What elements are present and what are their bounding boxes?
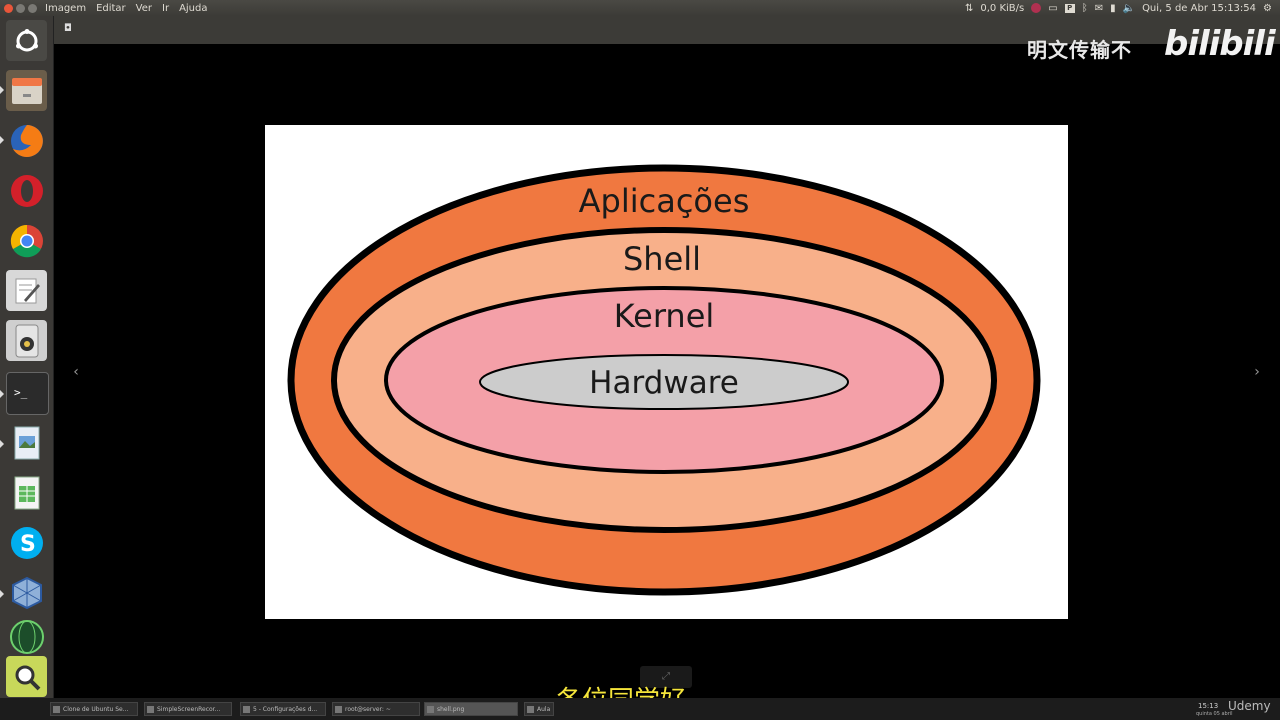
image-small-icon	[427, 706, 434, 713]
recorder-icon	[147, 706, 154, 713]
menu-ver[interactable]: Ver	[135, 2, 152, 14]
udemy-watermark: Udemy	[1228, 699, 1271, 713]
opera-icon[interactable]	[6, 170, 47, 211]
bluetooth-icon[interactable]: ᛒ	[1081, 2, 1088, 14]
keyboard-icon[interactable]: ▭	[1048, 2, 1058, 14]
indicator-area: ⇅ 0,0 KiB/s ▭ P ᛒ ✉ ▮ 🔈 Qui, 5 de Abr 15…	[965, 3, 1280, 14]
image-viewer-icon[interactable]	[6, 422, 47, 463]
virtualbox-icon[interactable]	[6, 572, 47, 613]
task-label: 5 - Configurações d...	[253, 706, 318, 713]
text-editor-icon[interactable]	[6, 270, 47, 311]
rhythmbox-icon[interactable]	[6, 320, 47, 361]
running-indicator	[0, 136, 4, 144]
menu-editar[interactable]: Editar	[96, 2, 126, 14]
top-panel: Imagem Editar Ver Ir Ajuda ⇅ 0,0 KiB/s ▭…	[0, 0, 1280, 16]
shell-label: Shell	[623, 240, 701, 278]
menu-imagem[interactable]: Imagem	[45, 2, 87, 14]
watermark-text: 明文传输不	[1027, 38, 1132, 62]
bilibili-logo: bilibili	[1164, 24, 1276, 64]
maximize-window-button[interactable]	[28, 3, 37, 13]
task-image-viewer[interactable]: shell.png	[424, 702, 518, 716]
menu-ajuda[interactable]: Ajuda	[179, 2, 208, 14]
task-label: shell.png	[437, 706, 465, 713]
terminal-icon[interactable]: >_	[6, 372, 49, 415]
hardware-layer	[479, 354, 849, 410]
network-speed: 0,0 KiB/s	[980, 2, 1025, 14]
task-label: Aula	[537, 706, 551, 713]
running-indicator	[0, 440, 4, 448]
chrome-icon[interactable]	[6, 220, 47, 261]
window-controls	[4, 3, 37, 13]
launcher: >_ S	[0, 16, 54, 698]
volume-icon[interactable]: 🔈	[1122, 2, 1136, 14]
previous-image-button[interactable]: ‹	[73, 364, 79, 380]
viewer-toolbar: ◘	[54, 16, 1280, 44]
applications-label: Aplicações	[579, 182, 750, 220]
settings-icon	[243, 706, 250, 713]
ubuntu-dash-icon[interactable]	[6, 20, 47, 61]
network-arrows-icon[interactable]: ⇅	[965, 2, 974, 14]
menu-ir[interactable]: Ir	[162, 2, 170, 14]
task-label: SimpleScreenRecor...	[157, 706, 221, 713]
kernel-label: Kernel	[614, 297, 715, 335]
next-image-button[interactable]: ›	[1254, 364, 1260, 380]
skype-icon[interactable]: S	[6, 522, 47, 563]
globe-app-icon[interactable]	[6, 616, 47, 657]
os-layers-diagram: Aplicações Shell Kernel Hardware	[287, 164, 1041, 596]
sidebar-toggle-icon[interactable]: ◘	[64, 23, 72, 34]
running-indicator	[0, 86, 4, 94]
mail-icon[interactable]: ✉	[1094, 2, 1104, 14]
task-ubuntu-clone[interactable]: Clone de Ubuntu Se...	[50, 702, 138, 716]
terminal-small-icon	[335, 706, 342, 713]
svg-text:>_: >_	[14, 386, 28, 399]
task-settings[interactable]: 5 - Configurações d...	[240, 702, 326, 716]
close-window-button[interactable]	[4, 3, 13, 13]
minimize-window-button[interactable]	[16, 3, 25, 13]
hardware-label: Hardware	[589, 365, 739, 401]
spreadsheet-icon[interactable]	[6, 472, 47, 513]
task-terminal[interactable]: root@server: ~	[332, 702, 420, 716]
running-indicator	[0, 590, 4, 598]
vm-icon	[53, 706, 60, 713]
pt-layout-icon[interactable]: P	[1064, 3, 1075, 13]
files-icon[interactable]	[6, 70, 47, 111]
task-label: root@server: ~	[345, 706, 391, 713]
firefox-icon[interactable]	[6, 120, 47, 161]
taskbar: Clone de Ubuntu Se... SimpleScreenRecor.…	[0, 698, 1280, 720]
task-screen-recorder[interactable]: SimpleScreenRecor...	[144, 702, 232, 716]
taskbar-time[interactable]: 15:13	[1198, 702, 1219, 710]
document-small-icon	[527, 706, 534, 713]
recorder-indicator-icon[interactable]	[1031, 3, 1042, 13]
settings-gear-icon[interactable]: ⚙	[1263, 2, 1272, 14]
taskbar-date: quinta 05 abril	[1196, 711, 1233, 717]
fit-to-window-button[interactable]: ⤢	[640, 666, 692, 688]
running-indicator	[0, 390, 4, 398]
displayed-image: Aplicações Shell Kernel Hardware	[265, 125, 1068, 619]
search-magnifier-icon[interactable]	[6, 656, 47, 697]
task-label: Clone de Ubuntu Se...	[63, 706, 129, 713]
svg-text:S: S	[20, 532, 36, 557]
clock[interactable]: Qui, 5 de Abr 15:13:54	[1142, 2, 1257, 14]
battery-icon[interactable]: ▮	[1110, 2, 1116, 14]
task-aula[interactable]: Aula	[524, 702, 554, 716]
